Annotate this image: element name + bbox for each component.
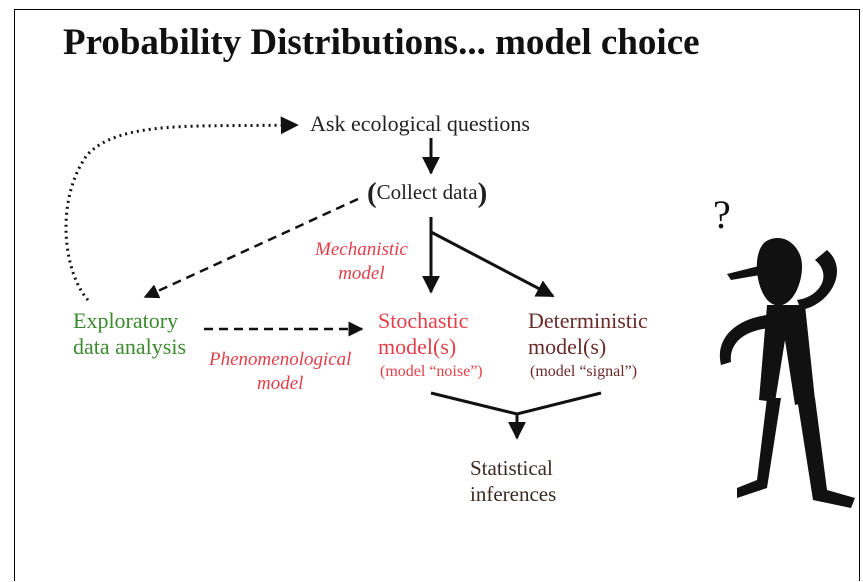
deterministic-models-node: Deterministic model(s) xyxy=(528,308,648,361)
merge-lines-to-inferences xyxy=(430,391,602,416)
exploratory-line2: data analysis xyxy=(73,334,187,360)
stochastic-sublabel: (model “noise”) xyxy=(380,363,483,380)
phenomenological-model-label: Phenomenological model xyxy=(209,348,351,397)
statistical-inferences-node: Statistical inferences xyxy=(470,456,556,507)
figure-body xyxy=(759,305,815,405)
diagram-connectors: ? xyxy=(64,116,855,508)
stochastic-models-node: Stochastic model(s) xyxy=(378,308,468,361)
phenomenological-line1: Phenomenological xyxy=(209,349,352,370)
figure-right-arm xyxy=(797,250,838,310)
ask-questions-node: Ask ecological questions xyxy=(310,111,530,136)
slide-frame: Probability Distributions... model choic… xyxy=(14,9,860,581)
dotted-feedback-arrow xyxy=(64,116,299,301)
exploratory-line1: Exploratory xyxy=(73,308,179,333)
statistical-line1: Statistical xyxy=(470,456,553,480)
mechanistic-model-label: Mechanistic model xyxy=(315,238,408,287)
collect-data-node: (Collect data) xyxy=(367,177,487,210)
figure-cap xyxy=(727,265,763,280)
collect-data-label: Collect data xyxy=(376,180,478,204)
deterministic-line1: Deterministic xyxy=(528,308,648,333)
figure-head xyxy=(756,238,803,306)
mechanistic-line1: Mechanistic xyxy=(315,239,408,260)
figure-right-leg xyxy=(797,398,855,508)
slide-title: Probability Distributions... model choic… xyxy=(63,22,700,63)
deterministic-sublabel: (model “signal”) xyxy=(530,363,638,380)
exploratory-analysis-node: Exploratory data analysis xyxy=(73,308,186,361)
phenomenological-line2: model xyxy=(257,373,304,395)
mechanistic-line2: model xyxy=(338,263,385,285)
question-mark: ? xyxy=(713,192,731,237)
confused-stick-figure: ? xyxy=(713,192,855,508)
close-paren: ) xyxy=(477,177,488,209)
stochastic-line1: Stochastic xyxy=(378,308,469,333)
figure-left-arm xyxy=(719,315,771,365)
stochastic-line2: model(s) xyxy=(378,334,457,360)
open-paren: ( xyxy=(367,177,377,209)
deterministic-line2: model(s) xyxy=(528,334,607,360)
figure-left-leg xyxy=(737,398,781,498)
arrow-collect-to-deterministic xyxy=(430,230,555,298)
statistical-line2: inferences xyxy=(470,481,557,506)
dashed-arrow-collect-to-exploratory xyxy=(143,197,359,299)
